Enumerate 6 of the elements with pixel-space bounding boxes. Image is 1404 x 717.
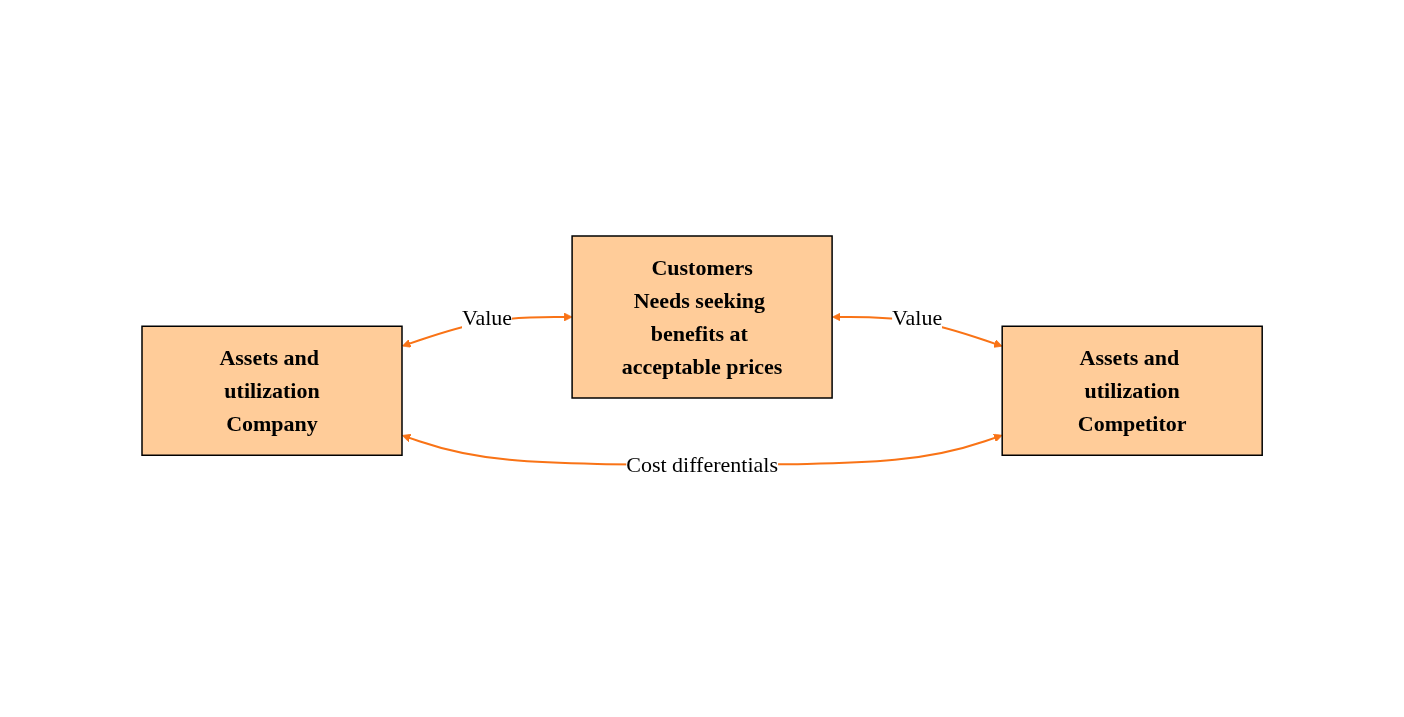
node-box: Customers Needs seeking benefits at acceptable prices bbox=[571, 235, 833, 399]
edge-label: Cost differentials bbox=[626, 452, 778, 477]
edge-label: Value bbox=[461, 304, 512, 330]
node-box: Assets and utilization Competitor bbox=[1001, 325, 1263, 456]
node-box: Assets and utilization Company bbox=[141, 325, 403, 456]
edge-label: Value bbox=[892, 304, 943, 330]
